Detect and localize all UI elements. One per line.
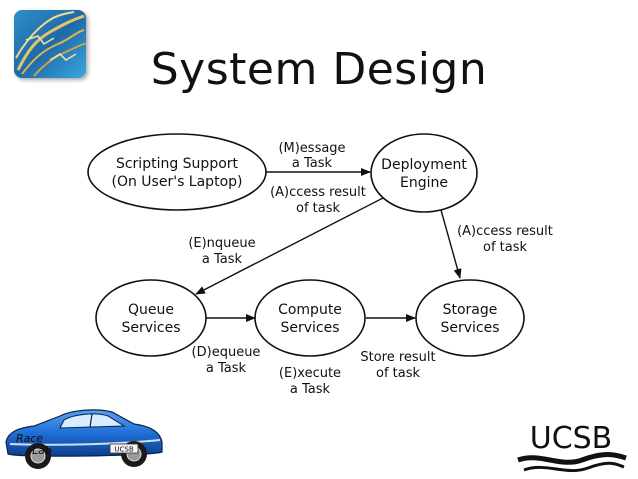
- edge-label-line1: (M)essage: [278, 141, 345, 156]
- edge-label-line2: a Task: [290, 382, 331, 397]
- edge-label-dequeue: (D)equeue a Task: [192, 345, 261, 376]
- edge-label-execute: (E)xecute a Task: [279, 366, 341, 397]
- node-scripting-support: Scripting Support (On User's Laptop): [87, 133, 267, 211]
- wave-icon: [517, 452, 627, 465]
- node-label-line1: Compute: [278, 302, 342, 318]
- abstract-texture-image: [14, 10, 86, 78]
- race-lab-car-logo: UCSB Race Lab: [5, 409, 163, 469]
- node-label-line2: Services: [121, 320, 180, 336]
- node-queue-services: Queue Services: [95, 279, 207, 357]
- node-label-line2: (On User's Laptop): [112, 174, 243, 190]
- edge-label-message: (M)essage a Task: [278, 141, 345, 171]
- node-storage-services: Storage Services: [415, 279, 525, 357]
- edge-label-line2: a Task: [292, 156, 333, 171]
- edge-label-store: Store result of task: [360, 350, 435, 381]
- edge-label-line1: (D)equeue: [192, 345, 261, 360]
- edge-label-line1: (A)ccess result: [457, 224, 553, 239]
- edge-label-enqueue: (E)nqueue a Task: [188, 236, 255, 267]
- corner-decorative-image: [14, 10, 86, 78]
- car-race-text: Race: [16, 432, 43, 445]
- node-deployment-engine: Deployment Engine: [370, 133, 478, 213]
- edge-label-line1: (E)nqueue: [188, 236, 255, 251]
- edge-access-storage-arrow: [440, 209, 462, 279]
- ucsb-logo: UCSB: [517, 421, 627, 473]
- edge-label-access-storage: (A)ccess result of task: [457, 224, 553, 255]
- node-label-line1: Deployment: [381, 157, 467, 173]
- edge-enqueue-arrow: [195, 197, 384, 295]
- node-label-line2: Engine: [400, 175, 448, 191]
- car-plate-text: UCSB: [114, 446, 133, 454]
- edge-label-line2: of task: [483, 240, 527, 255]
- edge-label-line1: (E)xecute: [279, 366, 341, 381]
- edge-label-line1: Store result: [360, 350, 435, 365]
- edge-label-line1: (A)ccess result: [270, 185, 366, 200]
- edge-label-line2: of task: [296, 201, 340, 216]
- slide-title: System Design: [150, 44, 488, 95]
- edge-label-line2: a Task: [206, 361, 247, 376]
- node-label-line1: Queue: [128, 302, 174, 318]
- node-label-line2: Services: [440, 320, 499, 336]
- wave-icon: [523, 461, 625, 473]
- edge-label-access-client: (A)ccess result of task: [270, 185, 366, 216]
- node-label-line1: Storage: [443, 302, 498, 318]
- ucsb-logo-text: UCSB: [530, 421, 613, 456]
- car-lab-text: Lab: [32, 444, 52, 457]
- node-label-line2: Services: [280, 320, 339, 336]
- node-label-line1: Scripting Support: [116, 156, 239, 172]
- node-compute-services: Compute Services: [254, 279, 366, 357]
- edge-label-line2: of task: [376, 366, 420, 381]
- wheel-icon: [25, 443, 51, 469]
- edge-label-line2: a Task: [202, 252, 243, 267]
